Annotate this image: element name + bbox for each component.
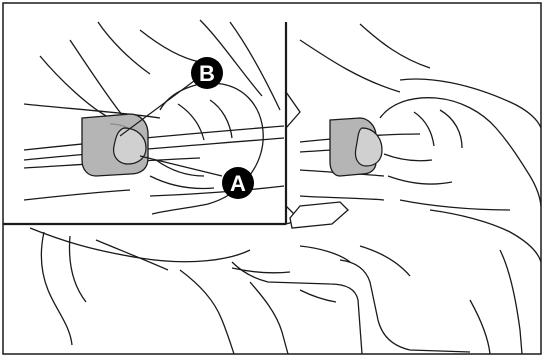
callout-a-label: A [230,171,246,196]
mounting-tab [82,114,148,176]
callout-a: A [222,167,254,199]
callout-b-label: B [199,61,215,86]
callout-b: B [191,57,223,89]
inset-mounting-tab [330,118,382,176]
figure-frame [3,3,541,354]
